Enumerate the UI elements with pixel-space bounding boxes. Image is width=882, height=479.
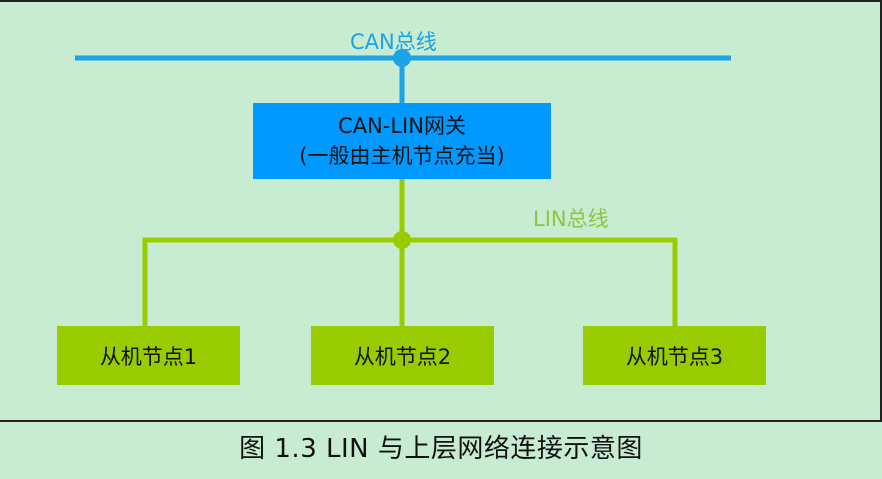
slave-node-label: 从机节点1 xyxy=(99,344,198,369)
right-border xyxy=(880,0,882,422)
lin-bus-junction xyxy=(393,231,411,249)
slave-node-label: 从机节点2 xyxy=(353,344,452,369)
can-lin-gateway-box: CAN-LIN网关 (一般由主机节点充当) xyxy=(253,103,551,179)
slave-node-2: 从机节点2 xyxy=(311,326,494,385)
caption-divider xyxy=(0,420,882,422)
can-bus-junction xyxy=(393,49,411,67)
slave-node-label: 从机节点3 xyxy=(625,344,724,369)
top-border xyxy=(0,0,882,2)
can-bus-label: CAN总线 xyxy=(350,30,437,54)
bus-lines xyxy=(75,49,731,328)
slave-node-3: 从机节点3 xyxy=(583,326,766,385)
gateway-title: CAN-LIN网关 xyxy=(338,114,466,138)
figure-caption: 图 1.3 LIN 与上层网络连接示意图 xyxy=(239,434,643,464)
lin-bus-label: LIN总线 xyxy=(533,207,609,231)
slave-node-1: 从机节点1 xyxy=(57,326,240,385)
gateway-subtitle: (一般由主机节点充当) xyxy=(299,144,505,168)
